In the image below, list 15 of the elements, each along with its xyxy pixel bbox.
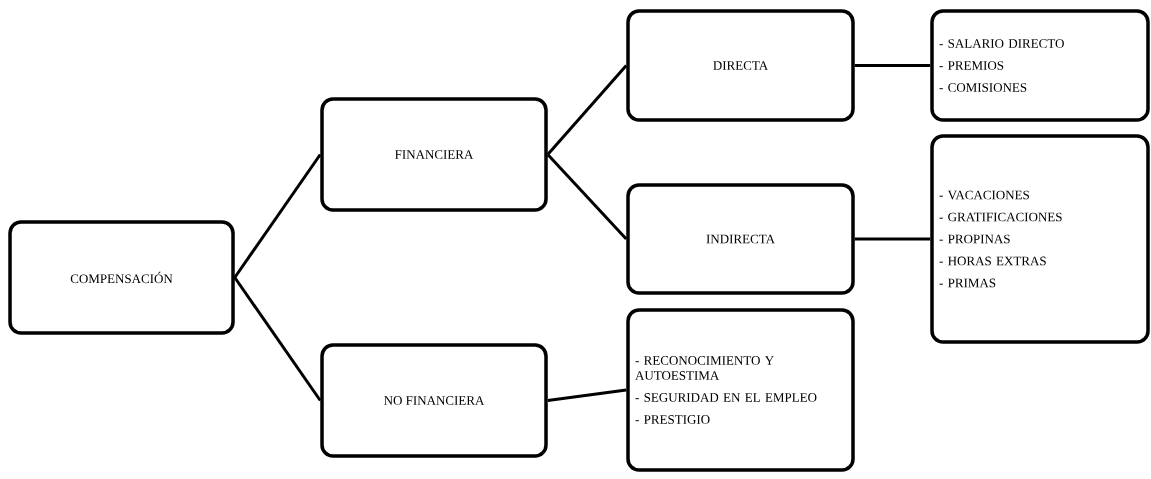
category-box: DIRECTA [626,9,855,122]
connector-line [233,276,322,402]
category-box: FINANCIERA [320,97,548,212]
list-box: - SALARIO DIRECTO - PREMIOS - COMISIONES [930,9,1150,122]
list-box: - VACACIONES - GRATIFICACIONES - PROPINAS - HORAS EXTRAS - PRIMAS [930,134,1150,344]
connector-line [546,153,628,240]
connector-line [546,64,628,156]
connector-line [547,388,627,402]
category-box: COMPENSACIÓN [8,220,235,335]
category-box: INDIRECTA [626,183,855,295]
connector-line [854,237,931,241]
connector-line [233,153,322,279]
category-box: NO FINANCIERA [320,343,548,458]
connector-line [854,64,931,67]
list-box: - RECONOCIMIENTO Y AUTOESTIMA - SEGURIDAD EN EL EMPLEO - PRESTIGIO [626,308,855,472]
